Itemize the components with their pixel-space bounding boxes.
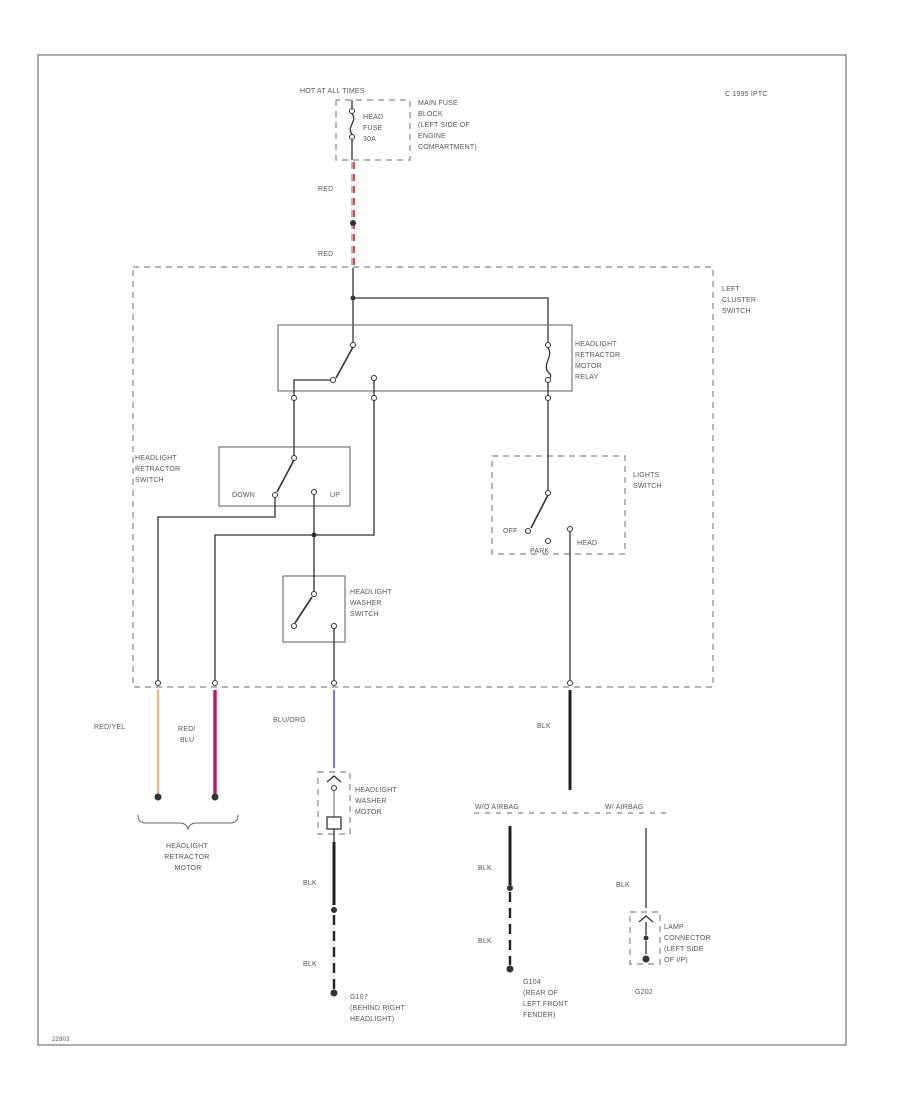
retractor-switch-up-label: UP (330, 492, 340, 499)
washer-ground-wire (330, 842, 338, 997)
cluster-exit-terminals (155, 680, 573, 686)
washer-motor-label: HEADLIGHT WASHER MOTOR (355, 787, 399, 816)
lights-switch-park-label: PARK (530, 548, 549, 555)
wire-red (351, 162, 355, 268)
retractor-relay-box (277, 324, 573, 392)
washer-motor (317, 771, 351, 842)
retractor-relay-contacts (291, 342, 552, 401)
g202-ground-wire (629, 828, 661, 965)
retractor-switch-contacts (272, 401, 317, 498)
wire-blu-org-label: BLU/ORG (273, 717, 306, 724)
retractor-switch-outputs (157, 401, 375, 680)
connector-dot (350, 220, 356, 226)
wire-blk-right-label: BLK (537, 723, 551, 730)
retractor-switch-box (218, 446, 351, 507)
wire-red-yel-label: RED/YEL (94, 724, 125, 731)
wire-blk-g104-1-label: BLK (478, 865, 492, 872)
main-fuse-block-label: MAIN FUSE BLOCK (LEFT SIDE OF ENGINE COM… (418, 100, 477, 151)
retractor-relay-label: HEADLIGHT RETRACTOR MOTOR RELAY (575, 341, 622, 381)
lights-switch-head-label: HEAD (577, 540, 597, 547)
copyright-label: C 1995 IPTC (725, 91, 768, 98)
wire-blk-g202-label: BLK (616, 882, 630, 889)
retractor-motor-label: HEADLIGHT RETRACTOR MOTOR (164, 843, 211, 872)
retractor-motor-terminals (137, 793, 239, 831)
figure-id-label: 22803 (52, 1037, 70, 1043)
ground-g107-label: G107 (BEHIND RIGHT HEADLIGHT) (350, 994, 407, 1023)
g104-ground-wire (506, 826, 514, 973)
wire-red-label-bottom: RED (318, 251, 333, 258)
washer-switch-label: HEADLIGHT WASHER SWITCH (350, 589, 394, 618)
lamp-connector-label: LAMP CONNECTOR (LEFT SIDE OF I/P) (664, 924, 713, 964)
airbag-with-label: W/ AIRBAG (605, 804, 643, 811)
left-cluster-switch-label: LEFT CLUSTER SWITCH (722, 286, 758, 315)
wire-blk-washer-1-label: BLK (303, 880, 317, 887)
hot-at-all-times-label: HOT AT ALL TIMES (300, 88, 365, 95)
lights-switch-box (491, 455, 626, 555)
feed-wire (350, 268, 549, 345)
head-fuse-symbol (349, 100, 355, 160)
wire-blk-g104-2-label: BLK (478, 938, 492, 945)
lights-switch-off-label: OFF (503, 528, 518, 535)
lights-switch-label: LIGHTS SWITCH (633, 472, 662, 490)
ground-g202-label: G202 (635, 989, 653, 996)
diagram-frame (37, 54, 847, 1046)
airbag-without-label: W/O AIRBAG (475, 804, 519, 811)
ground-g104-label: G104 (REAR OF LEFT FRONT FENDER) (523, 979, 570, 1019)
lights-switch-contacts (525, 401, 573, 680)
wire-red-label-top: RED (318, 186, 333, 193)
retractor-switch-down-label: DOWN (232, 492, 255, 499)
left-cluster-switch-outline (132, 266, 714, 688)
head-fuse-label: HEAD FUSE 30A (363, 114, 385, 143)
main-fuse-block (335, 99, 411, 161)
retractor-switch-label: HEADLIGHT RETRACTOR SWITCH (135, 455, 182, 484)
wire-blk-washer-2-label: BLK (303, 961, 317, 968)
washer-switch-contacts (291, 535, 337, 680)
wire-red-blu-label: RED/ BLU (178, 726, 198, 744)
